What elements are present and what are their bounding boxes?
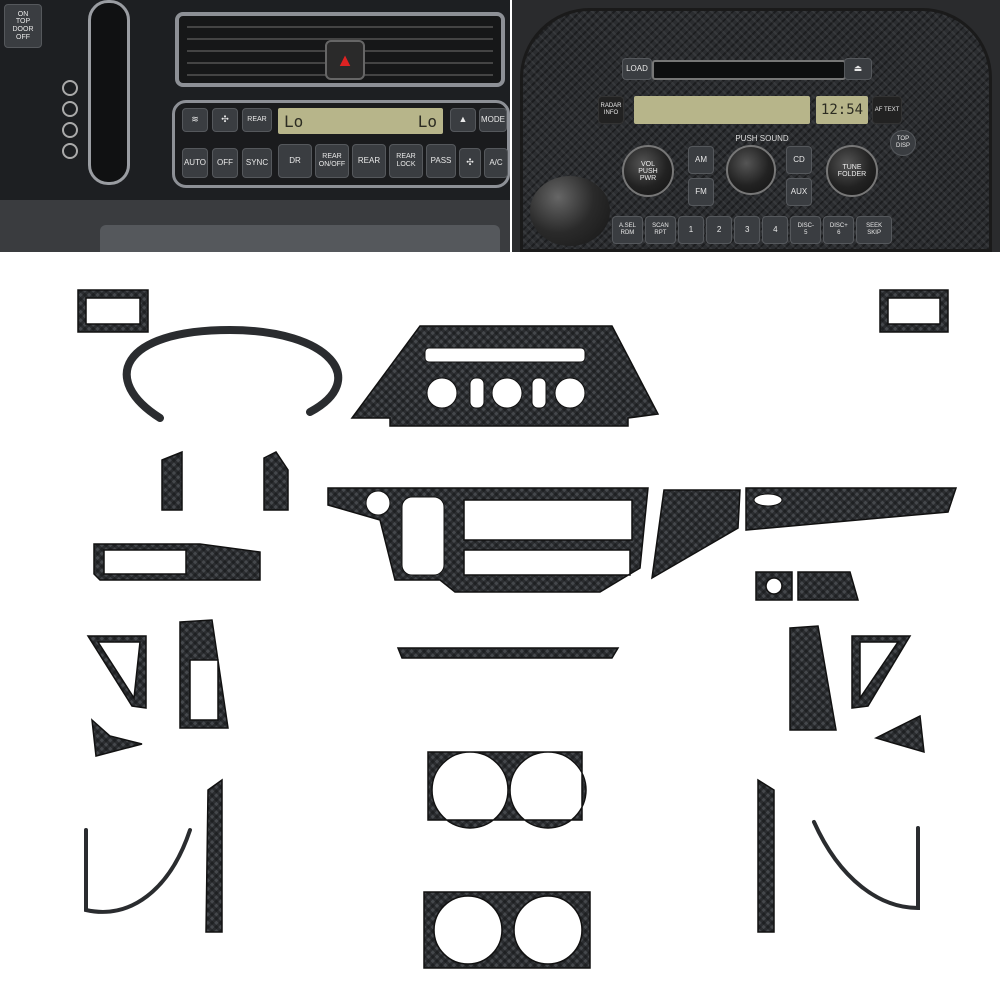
cd-button[interactable]: CD [786, 146, 812, 174]
cupholder-ring-trim [423, 891, 591, 969]
aux-button[interactable]: AUX [786, 178, 812, 206]
console-round-cutout [365, 490, 391, 516]
audio-display [634, 96, 810, 124]
glovebox-edge [100, 225, 500, 252]
climate-control-photo: ▲ ON TOP DOOR OFF Lo Lo ≋ ✣ REAR ▲ MODE … [0, 0, 510, 252]
sync-button[interactable]: SYNC [242, 148, 272, 178]
dash-bezel [520, 8, 992, 252]
auto-button[interactable]: AUTO [182, 148, 208, 178]
radio-bezel-holes [424, 347, 586, 409]
fm-button[interactable]: FM [688, 178, 714, 206]
left-corner-piece [91, 718, 143, 757]
dr-button[interactable]: DR [278, 144, 312, 178]
right-door-switch-panel [789, 625, 837, 731]
preset-button[interactable]: SEEK SKIP [856, 216, 893, 244]
clock-display: 12:54 [816, 96, 868, 124]
gear-knob [530, 176, 610, 246]
right-corner-piece [873, 714, 925, 754]
defrost-icon: ≋ [191, 114, 199, 125]
dash-strip-right [745, 487, 958, 531]
fan-speed-icon: ✣ [466, 157, 474, 168]
gauge-cluster-arc [122, 325, 343, 422]
volume-knob[interactable]: VOL PUSH PWR [622, 145, 674, 197]
rear-button[interactable]: REAR [352, 144, 386, 178]
af-text-button[interactable]: AF TEXT [872, 96, 902, 124]
dash-strip-slot [753, 493, 783, 507]
defrost-button[interactable]: ≋ [182, 108, 208, 132]
am-button[interactable]: AM [688, 146, 714, 174]
trim-frame-left [77, 289, 149, 333]
preset-button[interactable]: A.SEL RDM [612, 216, 643, 244]
fan-up-icon: ▲ [458, 114, 468, 125]
switch-trim-small-2 [263, 451, 289, 511]
gear-indicator [62, 80, 82, 160]
push-sound-label: PUSH SOUND [735, 134, 789, 143]
eject-icon: ⏏ [853, 63, 863, 74]
sound-knob[interactable] [726, 145, 776, 195]
hazard-button[interactable]: ▲ [325, 40, 365, 80]
cd-slot [652, 60, 846, 80]
pass-button[interactable]: PASS [426, 144, 456, 178]
trim-frame-right [879, 289, 949, 333]
tune-knob[interactable]: TUNE FOLDER [826, 145, 878, 197]
top-disp-button[interactable]: TOP DISP [890, 130, 916, 156]
temp-left-readout: Lo [284, 111, 304, 131]
radio-bezel [350, 325, 660, 427]
shifter-cutout [401, 496, 445, 576]
preset-button[interactable]: 2 [706, 216, 733, 244]
right-long-strip [757, 778, 775, 933]
trim-parts-kit [77, 289, 958, 969]
preset-button[interactable]: DISC+ 6 [823, 216, 855, 244]
climate-display: Lo Lo [278, 108, 443, 134]
left-lower-curve [84, 828, 192, 914]
gauge-ring-trim [427, 751, 587, 829]
rear-onoff-button[interactable]: REAR ON/OFF [315, 144, 349, 178]
off-button[interactable]: OFF [212, 148, 238, 178]
eject-button[interactable]: ⏏ [844, 58, 872, 80]
fan-up-button[interactable]: ▲ [450, 108, 476, 132]
fan-speed-button[interactable]: ✣ [459, 148, 481, 178]
fan-icon: ✣ [221, 114, 229, 125]
switch-trim-small-1 [161, 450, 183, 511]
left-door-triangle-frame [86, 635, 147, 709]
gear-shifter[interactable] [88, 0, 130, 185]
radar-info-button[interactable]: RADAR INFO [598, 96, 624, 124]
preset-button[interactable]: 4 [762, 216, 789, 244]
top-door-button[interactable]: ON TOP DOOR OFF [4, 4, 42, 48]
preset-row: A.SEL RDM SCAN RPT 1 2 3 4 DISC- 5 DISC+… [612, 216, 893, 244]
rear-lock-button[interactable]: REAR LOCK [389, 144, 423, 178]
dash-strip-center [651, 489, 741, 580]
center-narrow-strip [396, 647, 620, 659]
left-vent-frame [93, 543, 261, 581]
fan-down-button[interactable]: ✣ [212, 108, 238, 132]
right-lower-curve [812, 820, 920, 911]
left-long-strip [205, 778, 223, 933]
mode-button[interactable]: MODE [479, 108, 507, 132]
right-door-triangle-frame [851, 635, 912, 709]
rear-defrost-button[interactable]: REAR [242, 108, 272, 132]
hazard-icon: ▲ [336, 49, 354, 70]
preset-button[interactable]: SCAN RPT [644, 216, 676, 244]
ac-button[interactable]: A/C [484, 148, 508, 178]
right-small-panel [797, 571, 859, 601]
right-small-ring [755, 571, 793, 601]
audio-unit-photo: LOAD ⏏ RADAR INFO 12:54 AF TEXT PUSH SOU… [512, 0, 1000, 252]
preset-button[interactable]: DISC- 5 [790, 216, 822, 244]
preset-button[interactable]: 3 [734, 216, 761, 244]
temp-right-readout: Lo [417, 111, 437, 131]
preset-button[interactable]: 1 [677, 216, 704, 244]
left-door-switch-panel [179, 619, 229, 729]
load-button[interactable]: LOAD [622, 58, 652, 80]
